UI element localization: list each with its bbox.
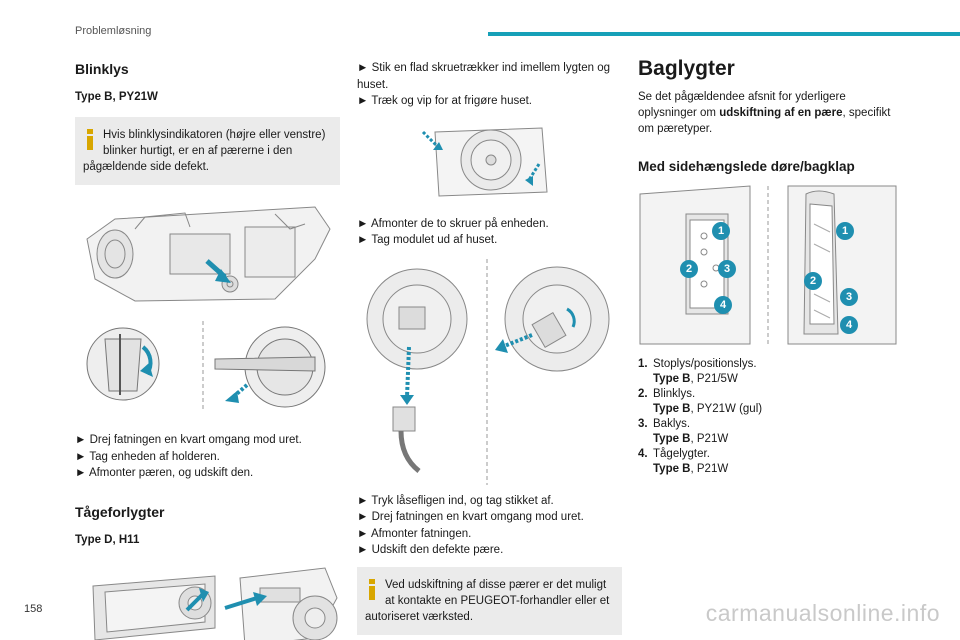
list-item-label: Baklys.	[653, 418, 691, 430]
list-item-type: Type B, PY21W (gul)	[653, 402, 900, 417]
list-item: 2. Blinklys. Type B, PY21W (gul)	[638, 387, 900, 417]
figure-foglamp-connector	[357, 257, 622, 487]
section-title-baglygter: Baglygter	[638, 57, 735, 80]
info-text: Ved udskiftning af disse pærer er det mu…	[365, 578, 610, 623]
callout-3: 3	[718, 260, 736, 278]
callout-4: 4	[714, 296, 732, 314]
steps-replace-bulb: ► Tryk låsefligen ind, og tag stikket af…	[357, 493, 622, 559]
step-item: ► Afmonter fatningen.	[357, 527, 472, 540]
intro-text-1: Se det pågældendee afsnit for yderligere…	[638, 91, 846, 119]
step-item: ► Afmonter de to skruer på enheden.	[357, 217, 549, 230]
figure-rear-lamps: 1 2 3 4 1 2 3 4	[638, 184, 900, 349]
subsection-title: Med sidehængslede døre/bagklap	[638, 159, 855, 174]
list-item: 1. Stoplys/positionslys. Type B, P21/5W	[638, 357, 900, 387]
section-title-blinklys: Blinklys	[75, 61, 129, 77]
callout-4: 4	[840, 316, 858, 334]
steps-blinklys: ► Drej fatningen en kvart omgang mod ure…	[75, 432, 340, 482]
bulb-spec: , P21W	[690, 463, 729, 475]
list-item-type: Type B, P21W	[653, 462, 900, 477]
list-item-label: Stoplys/positionslys.	[653, 358, 757, 370]
bulb-type-taageforlygter: Type D, H11	[75, 533, 140, 546]
figure-foglamp-housing	[357, 120, 622, 200]
step-item: ► Drej fatningen en kvart omgang mod ure…	[357, 511, 584, 523]
step-item: ► Træk og vip for at frigøre huset.	[357, 95, 532, 107]
header-accent-bar	[488, 32, 960, 36]
info-box-blinklys: Hvis blinklysindikatoren (højre eller ve…	[75, 117, 340, 185]
column-blinklys: Blinklys Type B, PY21W Hvis blinklysindi…	[75, 55, 340, 640]
list-item-label: Tågelygter.	[653, 448, 710, 460]
step-item: ► Tryk låsefligen ind, og tag stikket af…	[357, 494, 554, 507]
callout-1: 1	[836, 222, 854, 240]
step-item: ► Tag enheden af holderen.	[75, 450, 220, 463]
step-item: ► Stik en flad skruetrækker ind imellem …	[357, 62, 610, 91]
bulb-type-blinklys: Type B, PY21W	[75, 91, 158, 103]
figure-bulbholder-turn	[75, 319, 340, 414]
bulb-spec: , P21W	[690, 433, 729, 445]
watermark: carmanualsonline.info	[705, 600, 940, 626]
list-item-type: Type B, P21/5W	[653, 372, 900, 387]
running-header: Problemløsning	[75, 25, 152, 37]
step-item: ► Tag modulet ud af huset.	[357, 234, 498, 246]
list-item-number: 2.	[638, 388, 648, 400]
rear-lamp-list: 1. Stoplys/positionslys. Type B, P21/5W …	[638, 357, 900, 477]
steps-remove-housing: ► Stik en flad skruetrækker ind imellem …	[357, 60, 622, 110]
type-letter: Type B	[653, 403, 691, 415]
step-item: ► Afmonter pæren, og udskift den.	[75, 467, 254, 479]
figure-foglamp-bumper	[75, 558, 340, 640]
type-letter: Type B	[653, 373, 691, 385]
callout-3: 3	[840, 288, 858, 306]
callout-1: 1	[712, 222, 730, 240]
list-item-type: Type B, P21W	[653, 432, 900, 447]
callout-2: 2	[680, 260, 698, 278]
intro-link-bold: udskiftning af en pære	[719, 107, 843, 119]
section-title-taageforlygter: Tågeforlygter	[75, 503, 165, 520]
type-letter: Type B	[653, 463, 691, 475]
intro-paragraph: Se det pågældendee afsnit for yderligere…	[638, 89, 900, 137]
steps-remove-module: ► Afmonter de to skruer på enheden. ► Ta…	[357, 216, 622, 249]
list-item: 4. Tågelygter. Type B, P21W	[638, 447, 900, 477]
info-box-dealer: Ved udskiftning af disse pærer er det mu…	[357, 566, 622, 635]
list-item-label: Blinklys.	[653, 388, 696, 400]
info-icon	[85, 129, 95, 150]
step-item: ► Udskift den defekte pære.	[357, 544, 504, 556]
bulb-spec: , PY21W (gul)	[690, 403, 763, 415]
column-baglygter: Baglygter Se det pågældendee afsnit for …	[638, 55, 900, 477]
list-item-number: 3.	[638, 418, 648, 430]
page-number: 158	[24, 603, 43, 615]
figure-headlamp-indicator	[75, 199, 340, 309]
bulb-spec: , P21/5W	[690, 373, 738, 385]
info-icon	[367, 578, 377, 600]
intro-text-2: , specifikt om pæretyper.	[638, 107, 891, 135]
step-item: ► Drej fatningen en kvart omgang mod ure…	[75, 434, 302, 446]
list-item-number: 1.	[638, 358, 648, 370]
list-item-number: 4.	[638, 448, 648, 460]
info-text: Hvis blinklysindikatoren (højre eller ve…	[83, 129, 326, 173]
list-item: 3. Baklys. Type B, P21W	[638, 417, 900, 447]
type-letter: Type B	[653, 433, 691, 445]
column-fog-steps: ► Stik en flad skruetrækker ind imellem …	[357, 60, 622, 635]
callout-2: 2	[804, 272, 822, 290]
